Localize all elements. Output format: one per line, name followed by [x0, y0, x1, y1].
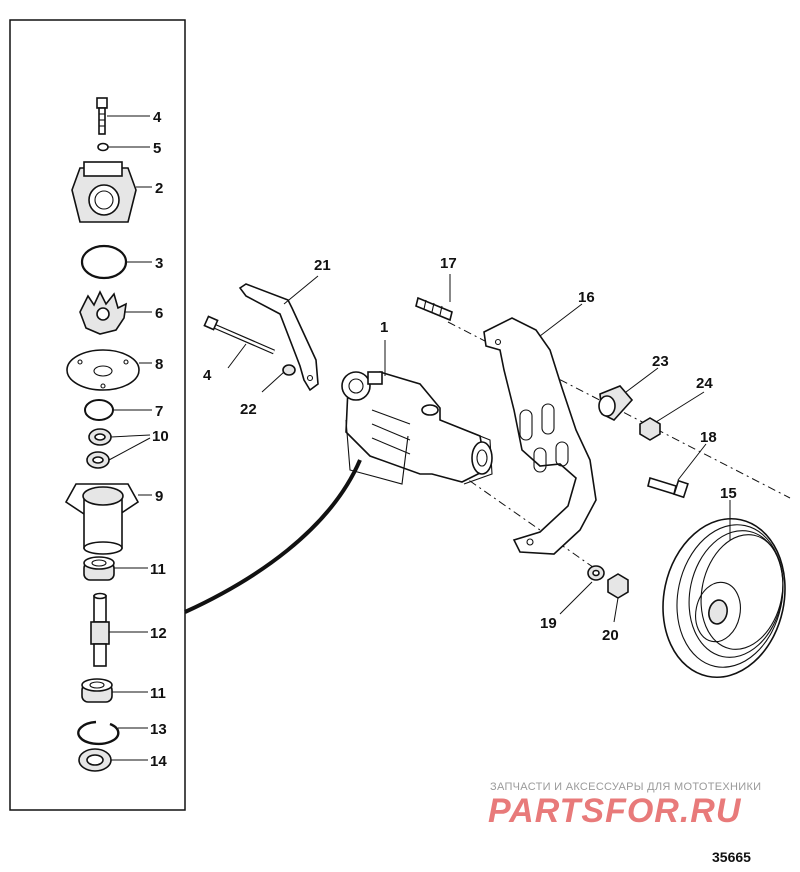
part-1-pump-assembly — [341, 371, 493, 485]
watermark-brand: PARTSFOR.RU — [488, 792, 742, 830]
part-16-mounting-bracket — [483, 317, 597, 555]
part-10-seals — [86, 428, 112, 469]
callout-14: 14 — [150, 753, 167, 770]
part-12-shaft — [90, 592, 110, 667]
exploded-detail-panel — [9, 19, 186, 811]
part-3-o-ring — [80, 244, 128, 280]
callout-3: 3 — [155, 255, 163, 272]
part-9-housing — [64, 483, 140, 555]
callout-11-upper: 11 — [150, 561, 166, 578]
part-4-screw — [96, 97, 108, 135]
part-23-spacer — [598, 385, 634, 421]
part-11-bearing-upper — [83, 556, 115, 581]
callout-4-top: 4 — [153, 109, 162, 126]
callout-13: 13 — [150, 721, 167, 738]
callout-24: 24 — [696, 375, 713, 392]
callout-1: 1 — [380, 319, 388, 336]
callout-19: 19 — [540, 615, 557, 632]
callout-2: 2 — [155, 180, 163, 197]
callout-15: 15 — [720, 485, 737, 502]
part-20-nut — [607, 573, 629, 599]
callout-5: 5 — [153, 140, 161, 157]
panel-connector-line — [184, 459, 362, 614]
part-18-bolt — [647, 476, 689, 499]
part-8-wear-plate — [66, 349, 140, 391]
part-19-washer — [587, 565, 605, 581]
part-11-bearing-lower — [81, 678, 113, 703]
callout-17: 17 — [440, 255, 457, 272]
callout-21: 21 — [314, 257, 331, 274]
left-panel-leaders — [107, 115, 152, 761]
part-4-long-bolt — [203, 315, 275, 355]
part-21-bracket — [238, 283, 319, 392]
callout-9: 9 — [155, 488, 163, 505]
callout-7: 7 — [155, 403, 163, 420]
part-14-washer — [78, 748, 112, 772]
callout-4-bolt: 4 — [203, 367, 212, 384]
callout-18: 18 — [700, 429, 717, 446]
callout-23: 23 — [652, 353, 669, 370]
part-7-o-ring — [84, 399, 114, 421]
part-24-nut — [639, 417, 661, 441]
part-15-pulley — [662, 517, 786, 679]
right-side-leaders — [227, 274, 731, 623]
part-17-stud — [415, 296, 453, 322]
callout-8: 8 — [155, 356, 163, 373]
diagram-reference-number: 35665 — [712, 849, 751, 865]
watermark-tagline: ЗАПЧАСТИ И АКСЕССУАРЫ ДЛЯ МОТОТЕХНИКИ — [490, 781, 761, 793]
part-5-washer — [97, 142, 109, 152]
callout-10: 10 — [152, 428, 169, 445]
callout-20: 20 — [602, 627, 619, 644]
part-13-snap-ring — [77, 720, 120, 746]
callout-11-lower: 11 — [150, 685, 166, 702]
callout-22: 22 — [240, 401, 257, 418]
part-22-washer — [282, 364, 296, 376]
callout-12: 12 — [150, 625, 167, 642]
callout-16: 16 — [578, 289, 595, 306]
part-6-impeller — [79, 290, 128, 335]
part-2-pump-cover — [71, 161, 137, 223]
callout-6: 6 — [155, 305, 163, 322]
